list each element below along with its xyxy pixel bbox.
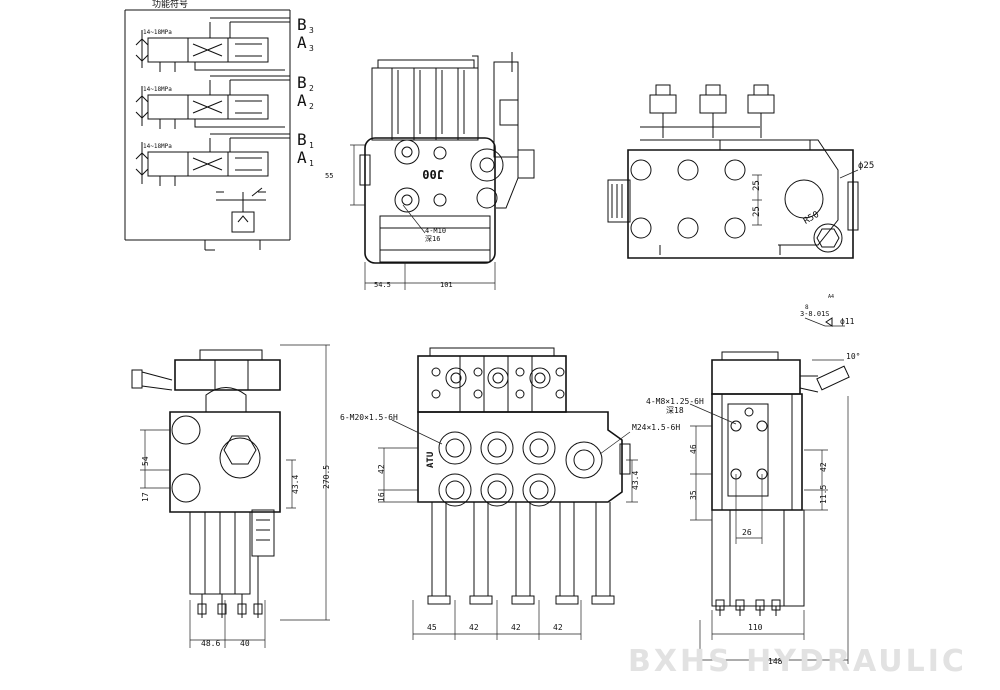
thread-note-m8: 4-M8×1.25-6H [646,397,704,406]
detail-view: A4 8 3-8.01S ϕ11 [800,294,855,327]
top-center-view: J00 4-M10 深16 54.5 101 55 [325,52,535,290]
dim-25b: 25 [752,206,762,217]
schematic-section-1: 14~18MPa [135,133,290,186]
front-left-view: 54 17 43.4 270.5 48.6 40 [131,344,331,648]
dim-r50: R50 [802,210,821,227]
dim-11-5: 11.5 [819,485,828,504]
port-b1: B [297,130,307,149]
port-labels: B 3 A 3 B 2 A 2 B 1 A 1 [297,15,314,168]
front-right-view: 4-M8×1.25-6H 深18 10° 46 35 42 11.5 26 11… [646,351,860,666]
dim-270-5: 270.5 [322,465,331,489]
port-a1-num: 1 [309,159,314,168]
port-b1-num: 1 [309,141,314,150]
dim-16: 16 [377,492,386,502]
dim-43-4: 43.4 [291,475,300,494]
watermark: BXHS HYDRAULIC [628,644,967,679]
port-a1: A [297,148,307,167]
relief-valve-symbol [204,187,266,251]
port-b2: B [297,73,307,92]
detail-phi11: ϕ11 [840,317,855,326]
dim-43-4-center: 43.4 [631,471,640,490]
dim-17: 17 [141,492,150,502]
front-center-view: ATU 6-M20×1.5-6H M24×1.5-6H 42 16 43.4 4… [340,347,680,640]
schematic-section-3: 14~18MPa [135,17,290,72]
schematic-title: 功能符号 [152,0,188,10]
dim-angle-10: 10° [846,352,860,361]
pressure-label-1: 14~18MPa [143,143,172,150]
port-b2-num: 2 [309,84,314,93]
dim-bottom-42c: 42 [553,623,563,632]
dim-35: 35 [689,490,698,500]
dim-48-6: 48.6 [201,639,220,648]
port-a2: A [297,91,307,110]
hydraulic-schematic: 功能符号 14~18MPa 14~18MPa [124,0,314,251]
dim-54: 54 [141,456,150,466]
body-text-atu: ATU [426,452,436,468]
port-a3: A [297,33,307,52]
pressure-label-2: 14~18MPa [143,86,172,93]
thread-note-depth18: 深18 [666,406,684,415]
dim-bottom-42b: 42 [511,623,521,632]
top-right-view: ϕ25 25 25 R50 [607,84,874,259]
dim-25a: 25 [752,180,762,191]
port-a2-num: 2 [309,102,314,111]
dim-bottom-42a: 42 [469,623,479,632]
dim-40: 40 [240,639,250,648]
dim-110: 110 [748,623,763,632]
thread-note-depth: 深16 [425,234,440,243]
detail-note: 3-8.01S [800,310,830,318]
dim-42-vertical: 42 [377,464,386,474]
dim-26: 26 [742,528,752,537]
thread-note-m20: 6-M20×1.5-6H [340,413,398,422]
pressure-label-3: 14~18MPa [143,29,172,36]
dim-bottom-45: 45 [427,623,437,632]
detail-mid: 8 [805,304,809,311]
dim-42-right: 42 [819,462,828,472]
detail-top: A4 [828,294,834,300]
port-b3-num: 3 [309,26,314,35]
schematic-section-2: 14~18MPa [135,75,290,129]
dim-101: 101 [440,281,453,289]
port-a3-num: 3 [309,44,314,53]
dim-46: 46 [689,444,698,454]
body-mark: J00 [422,167,444,181]
thread-note-m24: M24×1.5-6H [632,423,680,432]
dim-phi25: ϕ25 [858,161,874,171]
thread-note-m10: 4-M10 [425,227,446,235]
dim-54-5: 54.5 [374,281,391,289]
port-b3: B [297,15,307,34]
dim-148: 148 [768,657,783,666]
dim-55: 55 [325,172,333,180]
